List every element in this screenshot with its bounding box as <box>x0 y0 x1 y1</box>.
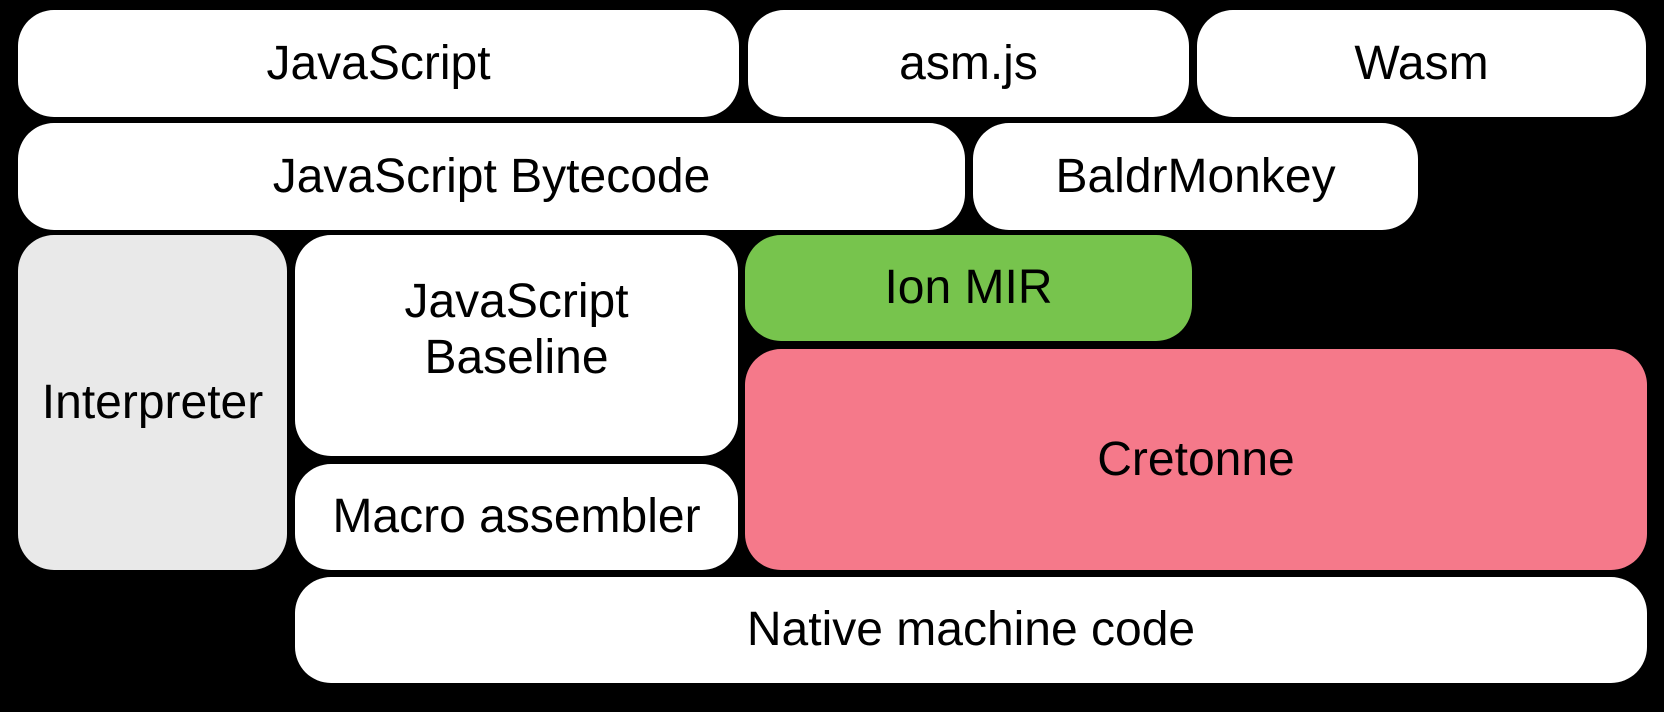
node-cretonne: Cretonne <box>745 349 1647 570</box>
node-wasm: Wasm <box>1197 10 1646 117</box>
node-macro-assembler-label: Macro assembler <box>332 490 701 544</box>
node-javascript-bytecode: JavaScript Bytecode <box>18 123 965 230</box>
node-wasm-label: Wasm <box>1354 36 1489 90</box>
node-javascript-label: JavaScript <box>266 36 491 90</box>
node-interpreter-label: Interpreter <box>41 375 264 429</box>
node-native-machine-code: Native machine code <box>295 577 1647 683</box>
node-asm-js: asm.js <box>748 10 1189 117</box>
node-macro-assembler: Macro assembler <box>295 464 738 570</box>
node-javascript-baseline: JavaScript Baseline <box>295 235 738 456</box>
node-baldrmonkey-label: BaldrMonkey <box>1055 149 1336 203</box>
node-javascript-baseline-label: JavaScript Baseline <box>404 274 629 384</box>
node-javascript: JavaScript <box>18 10 739 117</box>
node-javascript-bytecode-label: JavaScript Bytecode <box>272 149 711 203</box>
node-interpreter: Interpreter <box>18 235 287 570</box>
node-baldrmonkey: BaldrMonkey <box>973 123 1418 230</box>
node-asm-js-label: asm.js <box>899 36 1038 90</box>
node-ion-mir-label: Ion MIR <box>884 261 1053 315</box>
node-ion-mir: Ion MIR <box>745 235 1192 341</box>
node-native-machine-code-label: Native machine code <box>746 603 1196 657</box>
node-cretonne-label: Cretonne <box>1097 432 1295 486</box>
